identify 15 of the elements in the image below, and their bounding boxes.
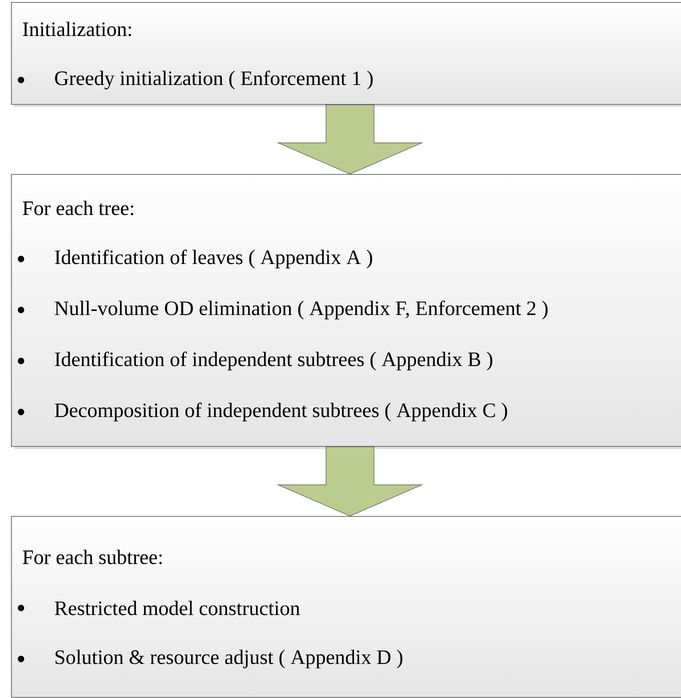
bullet-item: Restricted model construction xyxy=(18,600,300,616)
process-box xyxy=(11,174,681,449)
bullet-item: Solution & resource adjust ( Appendix D ) xyxy=(18,650,402,668)
bullet-item: Identification of leaves ( Appendix A ) xyxy=(18,250,372,268)
bullet-item: Decomposition of independent subtrees ( Appendix C ) xyxy=(18,402,508,422)
block-arrow xyxy=(276,104,424,174)
process-box xyxy=(11,2,681,107)
box-heading: For each tree: xyxy=(22,200,134,216)
box-heading: Initialization: xyxy=(22,22,131,36)
block-arrow xyxy=(276,446,424,516)
bullet-item: Identification of independent subtrees ( Appendix B ) xyxy=(18,352,492,370)
process-box xyxy=(11,516,681,698)
box-heading: For each subtree: xyxy=(22,550,162,564)
bullet-item: Greedy initialization ( Enforcement 1 ) xyxy=(18,70,373,90)
bullet-item: Null-volume OD elimination ( Appendix F, Enforcement 2 ) xyxy=(18,300,548,320)
